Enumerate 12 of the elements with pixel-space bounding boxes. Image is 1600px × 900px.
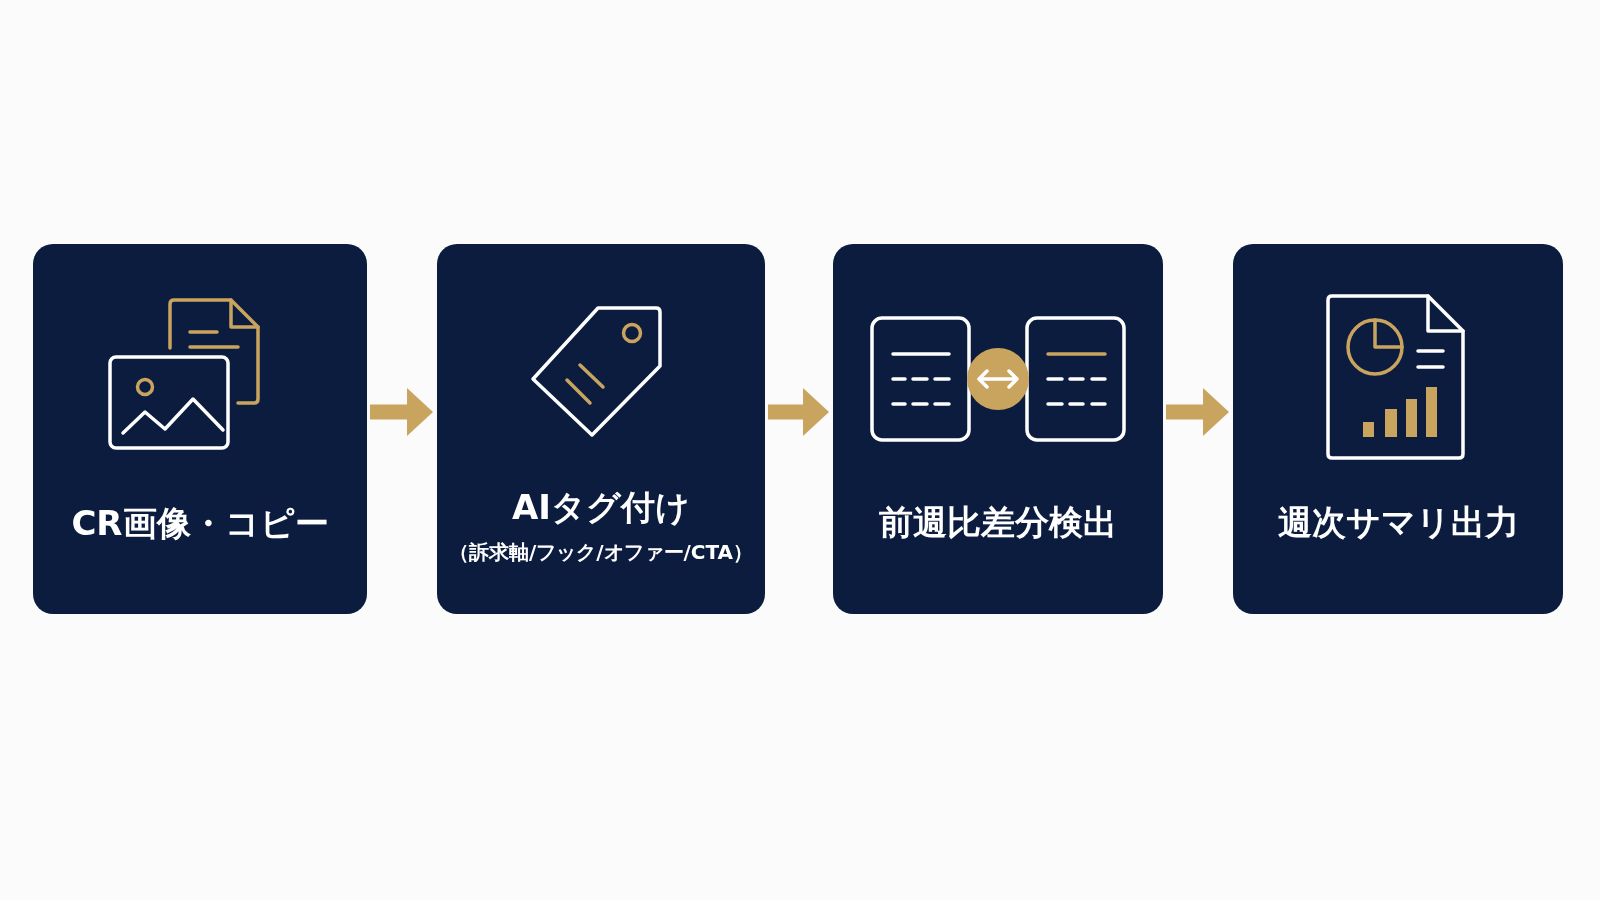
step-title: CR画像・コピー — [71, 503, 329, 543]
step-card — [33, 244, 367, 614]
step-card — [1233, 244, 1563, 614]
step-title: 前週比差分検出 — [879, 502, 1117, 542]
arrow — [1166, 388, 1229, 436]
step-title: 週次サマリ出力 — [1277, 502, 1519, 542]
arrow — [768, 388, 829, 436]
step-subtitle: （訴求軸/フック/オファー/CTA） — [448, 540, 754, 564]
step-title: AIタグ付け — [512, 487, 690, 527]
arrow — [370, 388, 433, 436]
step-card — [437, 244, 765, 614]
step-card — [833, 244, 1163, 614]
